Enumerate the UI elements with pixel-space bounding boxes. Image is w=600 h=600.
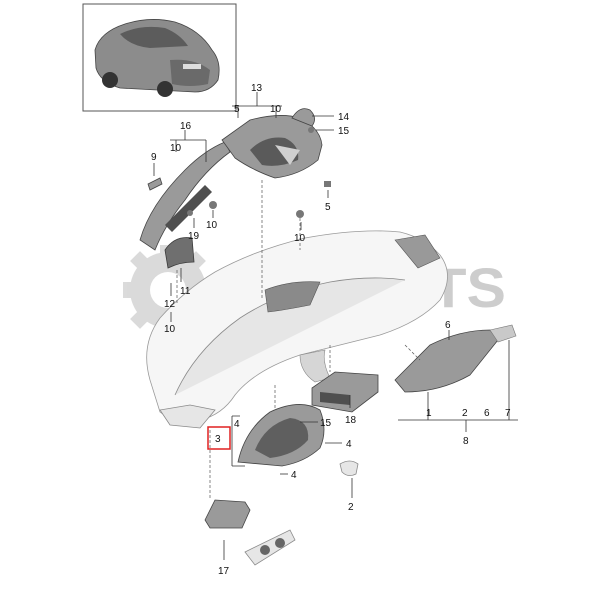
- part-14-cap: [291, 108, 315, 127]
- callout-16: 16: [180, 121, 192, 132]
- part-11-vent: [164, 237, 195, 269]
- assembly-lines: [176, 180, 421, 500]
- callout-11: 11: [180, 286, 191, 297]
- vehicle-thumbnail: [82, 3, 237, 112]
- callout-5: 5: [325, 202, 331, 213]
- part-17-trim: [204, 499, 296, 566]
- callout-10-lower: 10: [164, 324, 176, 335]
- callout-18: 18: [345, 415, 357, 426]
- callout-6: 6: [445, 320, 451, 331]
- callout-8-sub-7: 7: [505, 408, 511, 419]
- callout-3: 3: [215, 434, 221, 445]
- callout-4-right: 4: [346, 439, 352, 450]
- callout-labels: 13 5 10 14 15 16 10 9 5 10 19 10 11 12 1…: [151, 83, 511, 577]
- callout-10-mid: 10: [294, 233, 306, 244]
- leader-lines: [153, 92, 518, 560]
- callout-2: 2: [348, 502, 354, 513]
- callout-14: 14: [338, 112, 350, 123]
- fasteners: [187, 127, 331, 218]
- part-18-module: [311, 371, 379, 413]
- callout-16-sub-10: 10: [170, 143, 182, 154]
- callout-10-left: 10: [206, 220, 218, 231]
- callout-15-lower: 15: [320, 418, 332, 429]
- part-2-cap: [339, 460, 359, 476]
- dashboard-carrier: [146, 230, 448, 429]
- callout-4-upper: 4: [234, 419, 240, 430]
- callout-13-sub-5: 5: [234, 104, 240, 115]
- part-6-panel: [394, 324, 517, 393]
- highlight-box: [207, 426, 231, 450]
- callout-8: 8: [463, 436, 469, 447]
- callout-12: 12: [164, 299, 176, 310]
- callout-8-sub-6: 6: [484, 408, 490, 419]
- callout-17: 17: [218, 566, 230, 577]
- part-13-cover: [221, 115, 323, 179]
- part-9-bracket: [147, 177, 163, 191]
- callout-8-sub-1: 1: [426, 408, 432, 419]
- part-3-housing: [237, 404, 325, 467]
- callout-13: 13: [251, 83, 263, 94]
- callout-4-lower: 4: [291, 470, 297, 481]
- callout-13-sub-10: 10: [270, 104, 282, 115]
- callout-15-upper: 15: [338, 126, 350, 137]
- callout-19: 19: [188, 231, 200, 242]
- callout-9: 9: [151, 152, 157, 163]
- callout-8-sub-2: 2: [462, 408, 468, 419]
